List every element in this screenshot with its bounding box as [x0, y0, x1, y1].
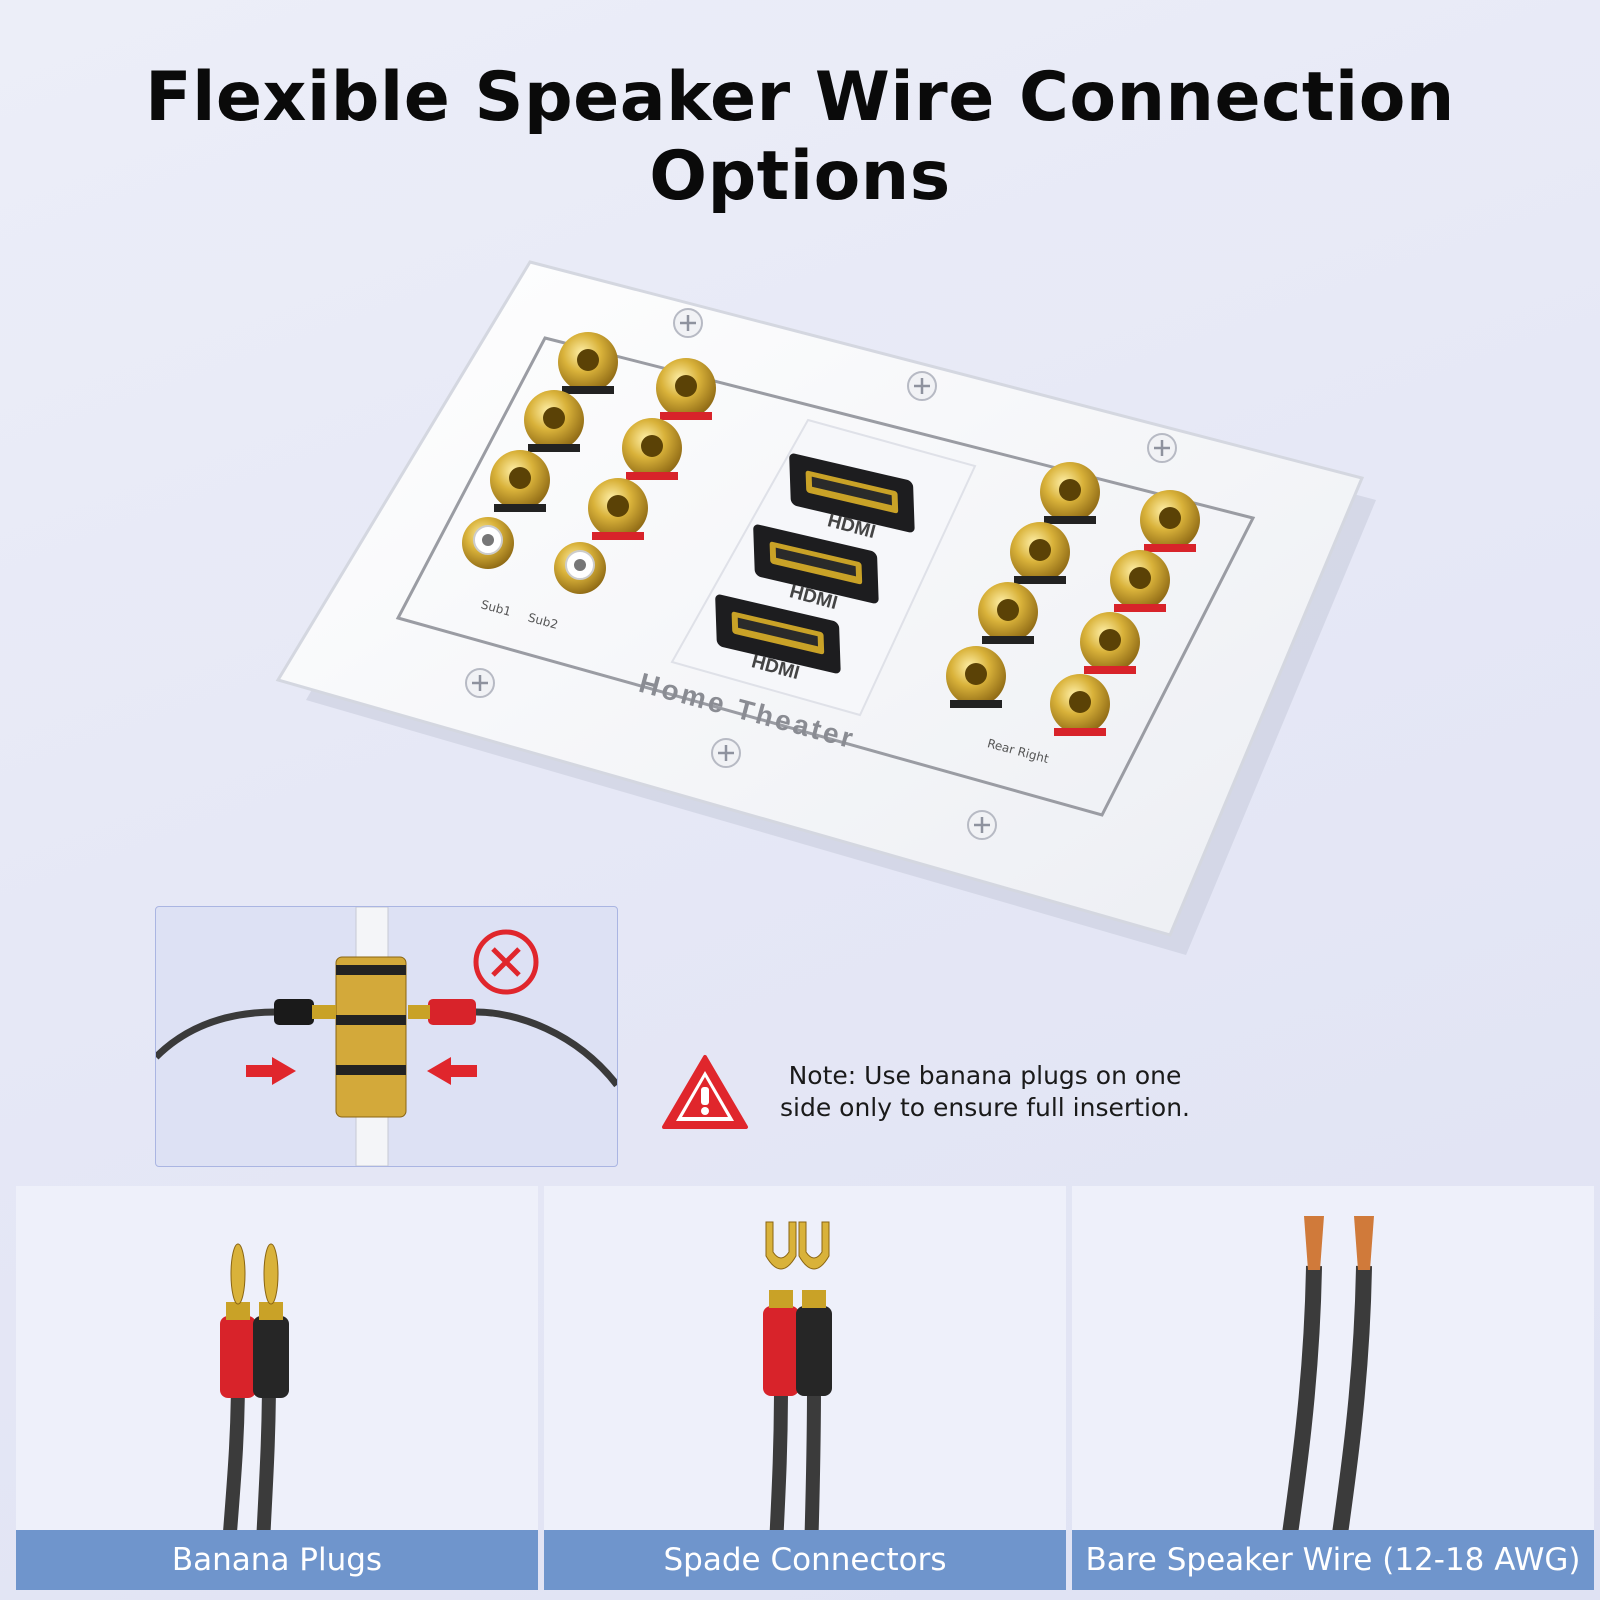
- binding-post-red: [1050, 674, 1110, 736]
- option-panel-bare-speaker-wire: Bare Speaker Wire (12-18 AWG): [1072, 1186, 1594, 1590]
- insertion-note: Note: Use banana plugs on one side only …: [660, 1050, 1220, 1130]
- binding-post-group-left: [462, 332, 716, 594]
- page-title: Flexible Speaker Wire Connection Options: [145, 58, 1455, 216]
- binding-post-black: [490, 450, 550, 512]
- binding-post-red: [1080, 612, 1140, 674]
- arrow-right-icon: [246, 1057, 296, 1085]
- wall-plate-illustration: HDMI HDMI HDMI Sub1 Sub2 Rear Right Home…: [275, 260, 1376, 955]
- rca-jack-icon: [462, 517, 514, 569]
- note-line-2: side only to ensure full insertion.: [780, 1093, 1190, 1122]
- option-label: Spade Connectors: [544, 1530, 1066, 1590]
- binding-post-black: [558, 332, 618, 394]
- binding-post-red: [588, 478, 648, 540]
- binding-post-black: [978, 582, 1038, 644]
- binding-post-black: [1040, 462, 1100, 524]
- option-panel-banana-plugs: Banana Plugs: [16, 1186, 538, 1590]
- binding-post-black: [524, 390, 584, 452]
- binding-post-black: [1010, 522, 1070, 584]
- not-allowed-icon: [473, 929, 539, 995]
- warning-icon: [662, 1055, 748, 1129]
- option-label: Banana Plugs: [16, 1530, 538, 1590]
- binding-post-red: [1110, 550, 1170, 612]
- binding-post-red: [622, 418, 682, 480]
- option-panel-spade-connectors: Spade Connectors: [544, 1186, 1066, 1590]
- binding-post-red: [656, 358, 716, 420]
- binding-post-group-right: [946, 462, 1200, 736]
- banana-plug-insertion-inset: [155, 906, 618, 1167]
- option-label: Bare Speaker Wire (12-18 AWG): [1072, 1530, 1594, 1590]
- binding-post-red: [1140, 490, 1200, 552]
- rca-jack-icon: [554, 542, 606, 594]
- note-line-1: Note: Use banana plugs on one: [788, 1061, 1182, 1090]
- hdmi-port-icon: [715, 453, 915, 674]
- arrow-left-icon: [427, 1057, 477, 1085]
- binding-post-black: [946, 646, 1006, 708]
